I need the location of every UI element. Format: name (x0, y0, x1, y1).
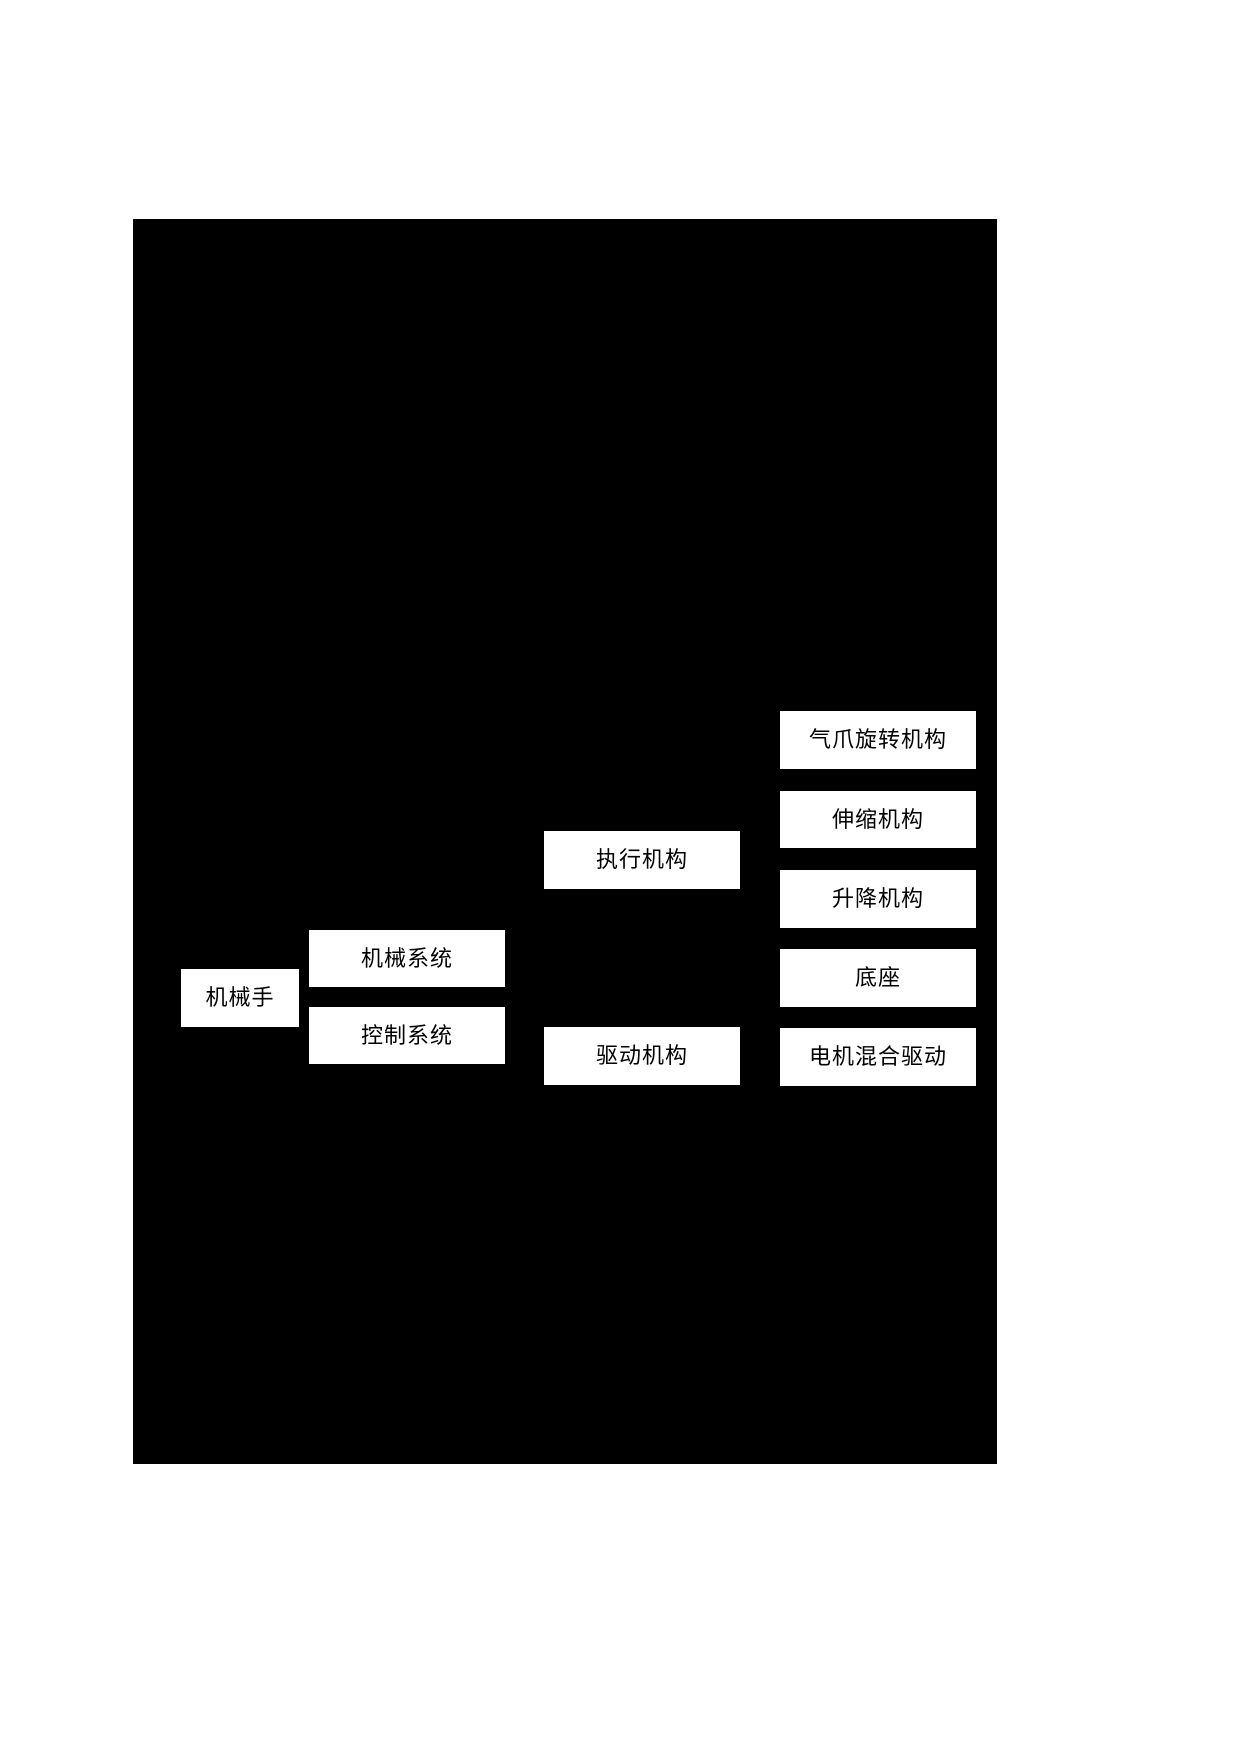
node-label: 驱动机构 (595, 1043, 688, 1068)
node-drive-mechanism: 驱动机构 (544, 1027, 740, 1085)
node-label: 控制系统 (360, 1022, 453, 1048)
node-base: 底座 (780, 949, 976, 1007)
node-robot-hand: 机械手 (181, 969, 299, 1027)
node-label: 电机混合驱动 (808, 1044, 947, 1069)
node-telescopic-mechanism: 伸缩机构 (780, 791, 976, 848)
node-gripper-rotation-mechanism: 气爪旋转机构 (780, 711, 976, 769)
node-lifting-mechanism: 升降机构 (780, 870, 976, 928)
node-label: 机械手 (205, 985, 275, 1010)
node-actuator-mechanism: 执行机构 (544, 831, 740, 889)
node-motor-hybrid-drive: 电机混合驱动 (780, 1028, 976, 1086)
node-mechanical-system: 机械系统 (309, 930, 505, 987)
node-label: 伸缩机构 (831, 806, 924, 832)
node-label: 气爪旋转机构 (808, 727, 947, 752)
node-control-system: 控制系统 (309, 1007, 505, 1064)
node-label: 底座 (854, 965, 901, 990)
figure-canvas: 机械手 机械系统 控制系统 执行机构 驱动机构 气爪旋转机构 伸缩机构 升降机构… (133, 219, 997, 1464)
node-label: 机械系统 (360, 945, 453, 971)
node-label: 执行机构 (595, 847, 688, 872)
node-label: 升降机构 (831, 886, 924, 911)
